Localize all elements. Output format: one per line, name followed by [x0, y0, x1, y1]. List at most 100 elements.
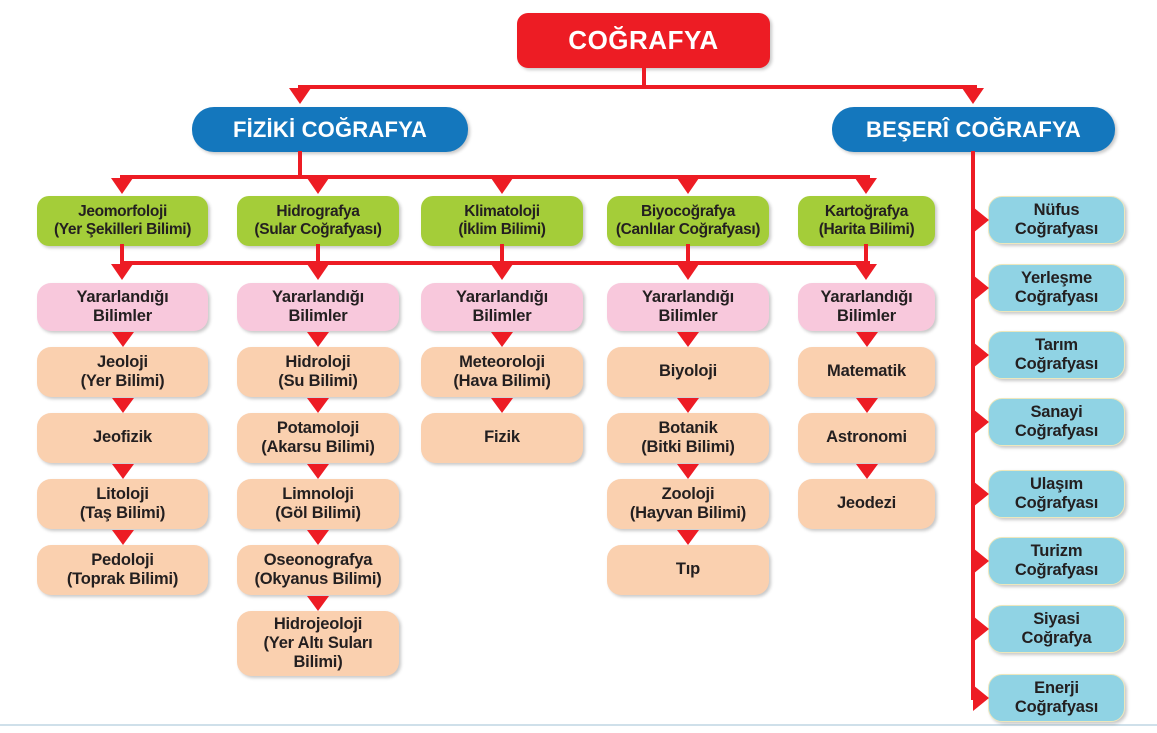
field-box: Tarım Coğrafyası	[988, 331, 1125, 380]
arrow-right-icon	[973, 481, 989, 507]
connector-green-stem	[500, 244, 504, 265]
science-box: Hidrojeoloji (Yer Altı Suları Bilimi)	[237, 611, 399, 677]
science-box: Hidroloji (Su Bilimi)	[237, 347, 399, 397]
science-box: Jeoloji (Yer Bilimi)	[37, 347, 208, 397]
arrow-down-icon	[421, 331, 583, 347]
science-box: Litoloji (Taş Bilimi)	[37, 479, 208, 529]
arrow-right-icon	[973, 275, 989, 301]
arrowhead	[677, 398, 699, 413]
arrowhead	[307, 332, 329, 347]
science-box: Oseonografya (Okyanus Bilimi)	[237, 545, 399, 595]
helper-box: Yararlandığı Bilimler	[37, 283, 208, 331]
science-box: Pedoloji (Toprak Bilimi)	[37, 545, 208, 595]
science-box: Meteoroloji (Hava Bilimi)	[421, 347, 583, 397]
science-box: Astronomi	[798, 413, 935, 463]
arrow-down-icon	[307, 264, 329, 280]
science-box: Jeofizik	[37, 413, 208, 463]
connector-level3-bus	[120, 261, 870, 265]
arrowhead	[855, 398, 878, 413]
science-box: Fizik	[421, 413, 583, 463]
arrow-down-icon	[111, 264, 133, 280]
arrow-down-icon	[37, 397, 208, 413]
arrow-right-icon	[973, 409, 989, 435]
arrow-down-icon	[111, 178, 133, 194]
field-box: Siyasi Coğrafya	[988, 605, 1125, 654]
branch-beseri-header: BEŞERÎ COĞRAFYA	[832, 107, 1115, 152]
science-box: Jeodezi	[798, 479, 935, 529]
science-box: Potamoloji (Akarsu Bilimi)	[237, 413, 399, 463]
arrowhead	[307, 398, 329, 413]
arrow-down-icon	[855, 178, 877, 194]
arrowhead	[677, 530, 699, 545]
arrow-down-icon	[962, 88, 984, 104]
arrow-down-icon	[237, 397, 399, 413]
arrowhead	[307, 596, 329, 611]
connector-green-stem	[120, 244, 124, 265]
discipline-box: Jeomorfoloji (Yer Şekilleri Bilimi)	[37, 196, 208, 246]
arrow-down-icon	[289, 88, 311, 104]
connector-title-stem	[642, 66, 646, 87]
discipline-box: Kartoğrafya (Harita Bilimi)	[798, 196, 935, 246]
arrow-down-icon	[37, 463, 208, 479]
arrowhead	[855, 332, 878, 347]
arrow-down-icon	[37, 331, 208, 347]
arrow-down-icon	[798, 331, 935, 347]
arrowhead	[307, 464, 329, 479]
science-box: Tıp	[607, 545, 769, 595]
arrow-down-icon	[491, 264, 513, 280]
arrow-down-icon	[37, 529, 208, 545]
science-box: Botanik (Bitki Bilimi)	[607, 413, 769, 463]
arrow-down-icon	[307, 178, 329, 194]
science-box: Zooloji (Hayvan Bilimi)	[607, 479, 769, 529]
discipline-box: Hidrografya (Sular Coğrafyası)	[237, 196, 399, 246]
discipline-box: Biyocoğrafya (Canlılar Coğrafyası)	[607, 196, 769, 246]
field-box: Yerleşme Coğrafyası	[988, 264, 1125, 313]
connector-level2-bus	[120, 175, 870, 179]
arrow-down-icon	[798, 463, 935, 479]
arrow-down-icon	[237, 463, 399, 479]
arrowhead	[307, 530, 329, 545]
arrow-down-icon	[607, 331, 769, 347]
branch-fiziki-header: FİZİKİ COĞRAFYA	[192, 107, 468, 152]
arrow-down-icon	[237, 529, 399, 545]
helper-box: Yararlandığı Bilimler	[607, 283, 769, 331]
arrow-right-icon	[973, 685, 989, 711]
arrow-down-icon	[491, 178, 513, 194]
arrowhead	[111, 530, 134, 545]
helper-box: Yararlandığı Bilimler	[421, 283, 583, 331]
arrow-down-icon	[677, 178, 699, 194]
arrowhead	[111, 464, 134, 479]
arrowhead	[111, 332, 134, 347]
page-bottom-border	[0, 724, 1157, 726]
arrowhead	[491, 398, 513, 413]
arrow-right-icon	[973, 342, 989, 368]
science-box: Biyoloji	[607, 347, 769, 397]
arrowhead	[111, 398, 134, 413]
arrow-down-icon	[607, 463, 769, 479]
connector-fiziki-stem	[298, 151, 302, 179]
science-box: Matematik	[798, 347, 935, 397]
arrow-down-icon	[237, 331, 399, 347]
discipline-box: Klimatoloji (İklim Bilimi)	[421, 196, 583, 246]
field-box: Sanayi Coğrafyası	[988, 398, 1125, 447]
helper-box: Yararlandığı Bilimler	[798, 283, 935, 331]
connector-green-stem	[864, 244, 868, 265]
arrow-down-icon	[421, 397, 583, 413]
arrowhead	[677, 332, 699, 347]
arrow-down-icon	[237, 595, 399, 611]
arrow-down-icon	[677, 264, 699, 280]
arrow-right-icon	[973, 616, 989, 642]
title-box: COĞRAFYA	[517, 13, 770, 68]
arrow-down-icon	[607, 529, 769, 545]
science-box: Limnoloji (Göl Bilimi)	[237, 479, 399, 529]
field-box: Enerji Coğrafyası	[988, 674, 1125, 723]
arrowhead	[677, 464, 699, 479]
arrowhead	[855, 464, 878, 479]
field-box: Turizm Coğrafyası	[988, 537, 1125, 586]
